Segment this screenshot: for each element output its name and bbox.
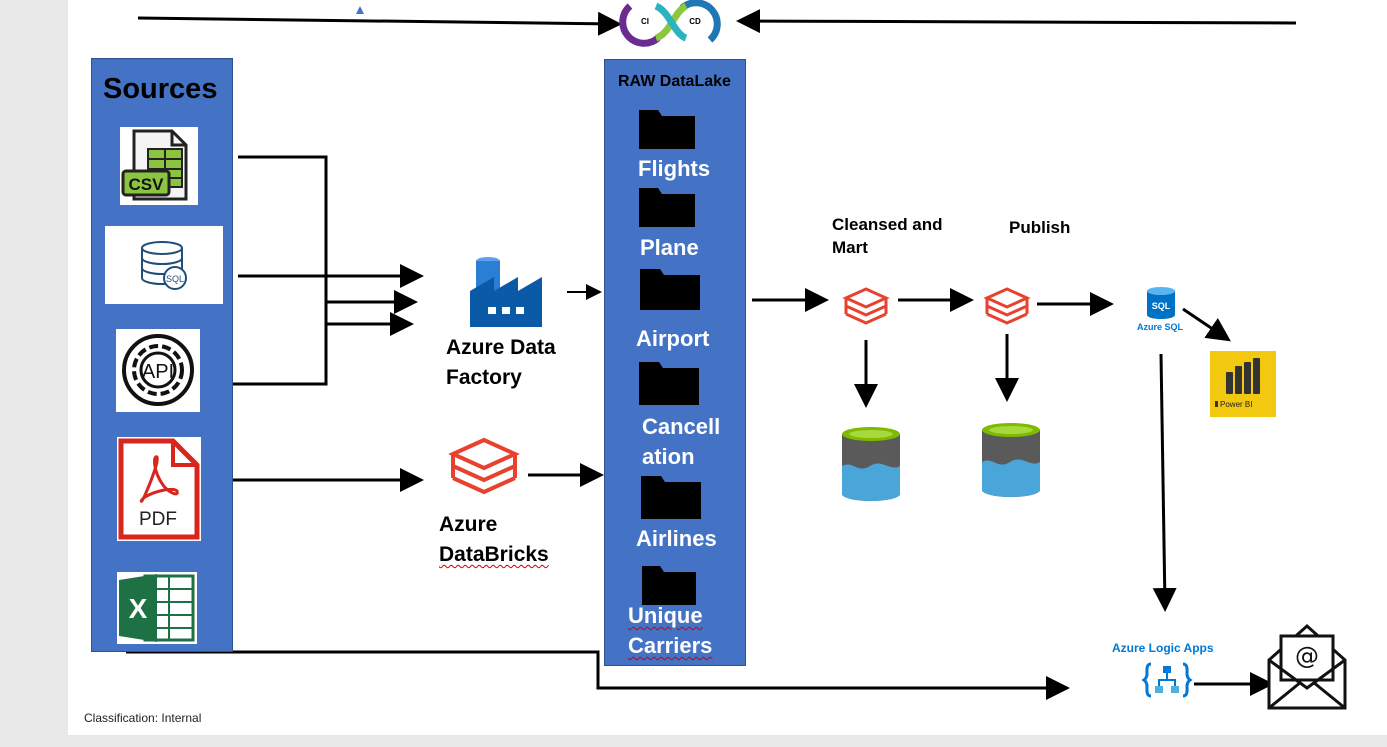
folder-label-flights: Flights: [638, 156, 711, 181]
folder-label-unique: Unique: [628, 603, 703, 628]
power-bi-icon: Power BI: [1210, 351, 1276, 417]
databricks-label-line2: DataBricks: [439, 543, 549, 566]
logic-apps-icon: [1141, 662, 1193, 698]
databricks-icon: [842, 287, 890, 325]
adf-label-line1: Azure Data: [446, 336, 556, 359]
raw-title-text: RAW DataLake: [618, 73, 731, 90]
csv-file-icon: CSV: [120, 127, 198, 205]
small-triangle: [356, 6, 364, 14]
raw-datalake-panel: RAW DataLake: [604, 59, 746, 666]
data-lake-storage-icon: [982, 423, 1040, 497]
folder-icon: [642, 566, 696, 605]
email-icon: @: [1267, 623, 1347, 710]
connector-sources-bracket: [233, 155, 328, 386]
diagram-canvas: CI CD Sources CSV SQL: [68, 0, 1387, 735]
excel-label: X: [129, 593, 148, 624]
logic-apps-label: Azure Logic Apps: [1112, 641, 1214, 655]
publish-label: Publish: [1009, 218, 1071, 237]
arrow-top-right: [736, 9, 1297, 34]
folder-label-ation: ation: [642, 444, 695, 469]
power-bi-label: Power BI: [1220, 400, 1253, 409]
databricks-icon: [448, 437, 520, 495]
api-label: API: [142, 361, 174, 383]
sources-title: Sources: [103, 73, 218, 105]
cd-label: CD: [689, 17, 701, 26]
csv-label: CSV: [129, 175, 165, 194]
databricks-label-line1: Azure: [439, 513, 498, 536]
connector-sources-to-logicapps: [126, 650, 1070, 700]
raw-title: RAW DataLake: [618, 73, 731, 91]
folder-label-cancell: Cancell: [642, 414, 721, 439]
sql-label: SQL: [166, 274, 184, 284]
api-icon: API: [116, 329, 200, 412]
cleansed-label-line2: Mart: [832, 238, 868, 257]
cleansed-label-line1: Cleansed and: [832, 215, 943, 234]
folder-icon: [639, 362, 699, 405]
arrow-sql-to-logicapps: [1152, 353, 1177, 612]
azure-sql-icon: SQL: [1147, 287, 1175, 319]
azure-sql-badge: SQL: [1152, 301, 1171, 311]
svg-text:@: @: [1295, 642, 1319, 670]
folder-label-airport: Airport: [636, 326, 710, 351]
folder-icon: [639, 110, 695, 149]
arrow-sql-to-powerbi: [1182, 307, 1231, 342]
folder-label-airlines: Airlines: [636, 526, 717, 551]
excel-file-icon: X: [117, 572, 197, 644]
azure-sql-label: Azure SQL: [1137, 322, 1184, 332]
sql-database-icon: SQL: [105, 226, 223, 304]
cicd-icon: CI CD: [619, 0, 721, 47]
folder-label-plane: Plane: [640, 235, 699, 260]
arrow-top-left: [137, 11, 622, 36]
folder-label-carriers: Carriers: [628, 633, 713, 658]
classification-label: Classification: Internal: [84, 711, 202, 725]
databricks-icon: [983, 287, 1031, 325]
connectors: [126, 6, 1297, 700]
azure-data-factory-icon: [470, 257, 542, 327]
pdf-file-icon: PDF: [117, 437, 201, 541]
data-lake-storage-icon: [842, 427, 900, 501]
folder-icon: [640, 269, 700, 310]
adf-label-line2: Factory: [446, 366, 522, 389]
folder-icon: [641, 476, 701, 519]
folder-icon: [639, 188, 695, 227]
pdf-label: PDF: [139, 509, 177, 530]
ci-label: CI: [641, 17, 649, 26]
